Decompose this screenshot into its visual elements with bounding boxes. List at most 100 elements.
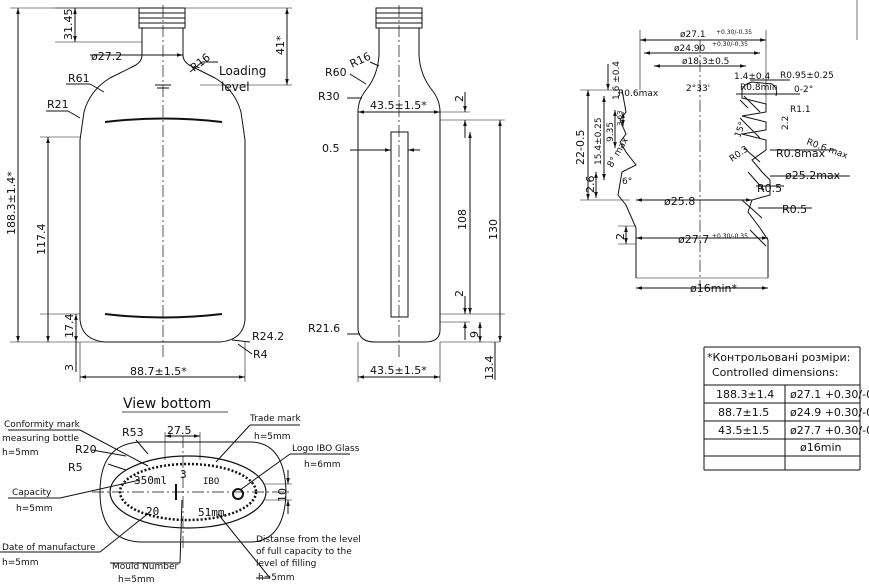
filling-mark: 51mm (198, 506, 225, 519)
table-cell: ø24.9 +0.30/-0.35 (790, 406, 869, 419)
neck-d-thread: ø24.90 (674, 44, 706, 54)
label-dist-1: Distanse from the level (256, 535, 361, 545)
side-radius-top: R16 (348, 50, 373, 71)
label-capacity-h: h=5mm (16, 504, 53, 514)
neck-dim-2-2: 2.2 (781, 116, 791, 130)
neck-dim-2-6: 2.6 (584, 176, 597, 194)
label-trade-h: h=5mm (254, 432, 291, 442)
bottom-dim-10: 10 (276, 488, 289, 502)
side-bottle-outline (358, 28, 440, 342)
label-logo-h: h=6mm (304, 460, 341, 470)
neck-dim-22: 22-0.5 (574, 130, 587, 165)
bottom-r20: R20 (75, 443, 97, 456)
label-conformity-1: Conformity mark (4, 420, 81, 430)
bottom-r53: R53 (122, 426, 144, 439)
front-body-height: 117.4 (35, 224, 48, 256)
neck-d-25-8: ø25.8 (664, 195, 695, 208)
front-base-radius-2: R4 (253, 348, 268, 361)
front-base-radius-1: R24.2 (252, 330, 284, 343)
mould-mark: 3 (180, 468, 187, 481)
neck-dim-1-4: 1.4±0.4 (734, 72, 770, 82)
date-mark: 20 (146, 505, 159, 518)
side-panel-recess (391, 132, 408, 317)
neck-d-27-7-tol: +0.30/-0.35 (712, 233, 748, 240)
neck-d-bore: ø18.3±0.5 (682, 57, 729, 67)
front-neck-height: 31.45 (62, 9, 75, 41)
controlled-table-text: *Контрольовані розміри: Controlled dimen… (707, 351, 869, 454)
side-view-labels: R16 R60 R30 43.5±1.5* 0.5 2 108 130 2 9 … (308, 50, 500, 380)
bottom-inner-ellipse (110, 456, 266, 528)
front-view (10, 5, 292, 382)
label-mould-1: Mould Number (112, 562, 179, 572)
loading-level-label-1: Loading (219, 64, 266, 78)
label-logo-1: Logo IBO Glass (292, 444, 360, 454)
neck-left-profile (618, 90, 636, 278)
bottom-view-labels: View bottom R53 27.5 R20 R5 10 350ml 3 2… (2, 396, 361, 585)
side-top-width: 43.5±1.5* (370, 99, 427, 112)
neck-r-05-a: R0.5 (757, 182, 782, 195)
front-view-labels: 31.45 ø27.2 R16 R61 R21 Loading level 41… (5, 9, 287, 379)
neck-r-03: R0.3 (728, 144, 751, 164)
side-base-radius: R21.6 (308, 322, 340, 335)
front-base-height: 17.4 (63, 314, 76, 339)
front-overall-height: 188.3±1.4* (5, 171, 18, 235)
neck-d-16min: ø16min* (690, 282, 737, 295)
side-dim-108: 108 (456, 209, 469, 230)
neck-r-095: R0.95±0.25 (780, 71, 834, 81)
side-bottom-width: 43.5±1.5* (370, 364, 427, 377)
neck-angle-0-2: 0-2° (794, 85, 813, 95)
table-cell: ø27.7 +0.30/-0.35 (790, 424, 869, 437)
neck-r-05-b: R0.5 (782, 203, 807, 216)
label-conformity-h: h=5mm (2, 448, 39, 458)
label-dist-2: of full capacity to the (256, 547, 352, 557)
bottom-view-title: View bottom (123, 396, 211, 412)
neck-r-06max-top: R0.6max (618, 89, 659, 99)
side-view (347, 5, 505, 382)
side-wall-offset: 0.5 (322, 142, 340, 155)
neck-r-08max: R0.8max (776, 147, 826, 160)
table-cell: ø16min (800, 441, 841, 454)
front-neck-diameter: ø27.2 (91, 50, 122, 63)
neck-right-profile (742, 90, 770, 278)
side-dim-2-bottom: 2 (453, 290, 466, 297)
neck-angle-2-33: 2°33' (686, 84, 710, 94)
front-bottle-outline (80, 28, 245, 342)
front-side-radius: R21 (47, 98, 69, 111)
bottom-r5: R5 (68, 461, 83, 474)
label-dist-h: h=5mm (258, 573, 295, 583)
neck-r-08min: R0.8min (740, 83, 778, 93)
neck-angle-15: 15° (733, 121, 748, 139)
loading-level-label-2: level (221, 80, 250, 94)
table-cell: ø27.1 +0.30/-0.35 (790, 388, 869, 401)
label-dist-3: level of filling (256, 559, 316, 569)
neck-d-thread-tol: +0.30/-0.35 (712, 41, 748, 48)
side-dim-2-top: 2 (453, 95, 466, 102)
neck-angle-6: 6° (622, 177, 632, 187)
neck-d-25-2: ø25.2max (785, 169, 841, 182)
neck-dim-9-35: 9.35 (606, 122, 616, 142)
bottom-view (0, 412, 350, 578)
side-radius-30: R30 (318, 90, 340, 103)
label-mould-h: h=5mm (118, 575, 155, 585)
neck-dim-3-63: 3.63 (616, 110, 624, 126)
side-radius-shoulder: R60 (325, 66, 347, 79)
bottom-outline (100, 442, 286, 542)
label-date-1: Date of manufacture (2, 543, 96, 553)
ibo-logo-mark: IBO (203, 477, 219, 487)
front-width: 88.7±1.5* (130, 365, 187, 378)
neck-d-outer-tol: +0.30/-0.35 (716, 29, 752, 36)
front-fill-height: 41* (274, 35, 287, 55)
table-cell: 43.5±1.5 (718, 424, 769, 437)
table-title-en: Controlled dimensions: (712, 366, 838, 379)
neck-dim-2: 2 (614, 233, 627, 240)
label-conformity-2: measuring bottle (2, 434, 79, 444)
neck-dim-1-6: 1.6 ±0.4 (612, 61, 622, 100)
front-shoulder-radius-large: R61 (68, 72, 90, 85)
front-base-offset: 3 (63, 364, 76, 371)
neck-d-27-7: ø27.7 (678, 233, 709, 246)
neck-detail (580, 30, 850, 296)
side-dim-9: 9 (468, 331, 481, 338)
side-dim-130: 130 (487, 219, 500, 240)
label-date-h: h=5mm (2, 558, 39, 568)
